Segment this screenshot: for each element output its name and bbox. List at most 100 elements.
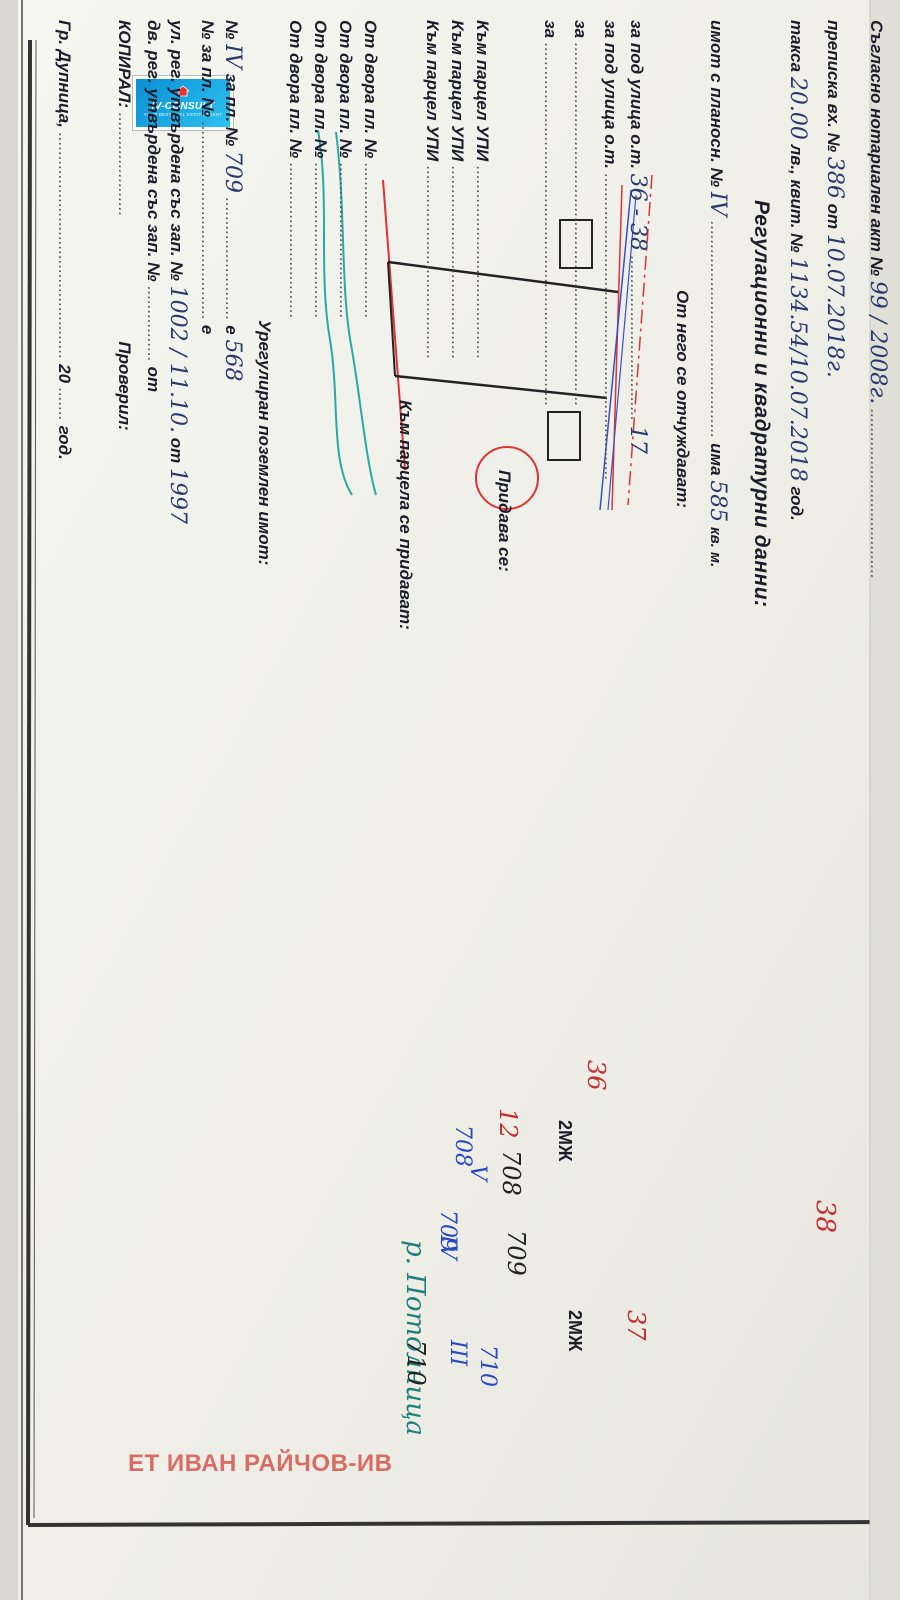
year-prefix: 20 xyxy=(55,364,74,384)
sketch-street-mid-id: 37 xyxy=(622,1310,650,1341)
plan-dots: ........................................… xyxy=(707,221,726,439)
for-2-label: за xyxy=(541,20,560,39)
agency-watermark: ЕТ ИВАН РАЙЧОВ-ИВ xyxy=(128,1450,393,1477)
agency-logo: IV-CONSULT YOUR BEST REAL ESTATE AGENT xyxy=(133,76,233,130)
to-parcel-2-dots: ........................................… xyxy=(448,166,467,360)
year-dots: ....... xyxy=(55,387,74,421)
fee-line: такса 20.00 лв., квит. № 1134.54/10.07.2… xyxy=(785,20,810,521)
regulated-2-prefix: № xyxy=(198,20,217,40)
plan-number: IV xyxy=(705,191,730,217)
to-parcel-3: Към парцел УПИ xyxy=(423,20,442,162)
street-axis-dashed xyxy=(627,174,653,506)
plan-line: имот с планосн. № IV ...................… xyxy=(705,20,730,567)
approved-yard-row: дв. рег. утвърдена със зап. № ..........… xyxy=(143,20,163,392)
plan-has: има xyxy=(707,443,726,476)
frame-inner xyxy=(33,39,37,1519)
given-heading: Придава се: xyxy=(495,470,514,572)
to-parcel-row-2: Към парцел УПИ .........................… xyxy=(447,20,467,360)
approved-yard-from: от xyxy=(144,366,163,393)
building-b-box xyxy=(547,411,581,461)
registration-line: преписка вх. № 386 от 10.07.2018г. xyxy=(822,20,847,378)
city-label: Гр. Дупница, xyxy=(55,20,74,128)
signatures-row: КОПИРАЛ: ...................... Проверил… xyxy=(114,20,134,431)
street-row-2: за под улица о.т. ......................… xyxy=(600,20,620,481)
approved-street-row: ул. рег. утвърдена със зап. № 1002 / 11.… xyxy=(165,20,190,524)
street-1-dots: ................................... xyxy=(627,255,646,422)
area-unit: кв. м. xyxy=(707,527,724,568)
for-2-dots: ........................................… xyxy=(541,42,560,407)
regulated-1-mid: за пл. № xyxy=(222,73,241,147)
sketch-block-number: 12 xyxy=(494,1108,522,1139)
from-yard-row-3: От двора пл. № .........................… xyxy=(310,20,330,319)
sketch-street-left-id: 38 xyxy=(810,1200,840,1234)
frame-bottom xyxy=(27,1520,900,1527)
from-yard-4: От двора пл. № xyxy=(286,20,305,159)
sketch-lot-710: 710 xyxy=(402,1340,430,1386)
reg-from: от xyxy=(824,203,843,230)
copied-dots: ...................... xyxy=(115,112,134,217)
city-dots: ........................................… xyxy=(55,132,74,360)
street-edge-blue-2 xyxy=(607,194,637,511)
for-row-2: за .....................................… xyxy=(540,20,560,407)
sketch-lot-710-roman: III xyxy=(445,1340,470,1367)
copied-label: КОПИРАЛ: xyxy=(115,20,134,108)
sketch-lot-709: 709 xyxy=(502,1230,530,1276)
sketch-street-right-id: 36 xyxy=(582,1060,610,1091)
street-edge-blue-1 xyxy=(599,189,632,511)
sketch-lot-708-roman: V xyxy=(465,1165,490,1181)
street-1-prefix: за под улица о.т. xyxy=(627,20,646,169)
lot-boundary-709-708 xyxy=(394,374,608,400)
street-2-prefix: за под улица о.т. xyxy=(601,20,620,169)
to-parcel-2: Към парцел УПИ xyxy=(448,20,467,162)
sketch-building-b: 2МЖ xyxy=(555,1120,575,1162)
block-circle xyxy=(475,446,539,510)
from-yard-3: От двора пл. № xyxy=(311,20,330,159)
deed-number: 99 / 2008г. xyxy=(865,280,890,405)
section-title: Регулационни и квадратурни данни: xyxy=(750,200,773,608)
reg-prefix: преписка вх. № xyxy=(824,20,843,153)
from-yard-3-dots: ................................. xyxy=(311,162,330,319)
approved-street-prefix: ул. рег. утвърдена със зап. № xyxy=(167,20,186,281)
receipt-number: 1134.54/10.07.2018 xyxy=(785,257,810,482)
approved-street-year: 1997 xyxy=(165,467,190,524)
year-label: год. xyxy=(55,425,74,460)
from-yard-row-1: От двора пл. № .........................… xyxy=(360,20,380,319)
plan-prefix: имот с планосн. № xyxy=(707,20,726,188)
approved-street-from: от xyxy=(167,437,186,464)
building-a-box xyxy=(559,219,593,269)
approved-yard-prefix: дв. рег. утвърдена със зап. № xyxy=(144,20,163,282)
sketch-river-label: р. Потолница xyxy=(400,1240,430,1436)
regulated-2-e: е xyxy=(198,324,217,335)
regulated-1-area: 568 xyxy=(220,339,245,382)
house-icon xyxy=(176,85,190,97)
to-parcel-1: Към парцел УПИ xyxy=(473,20,492,162)
fee-prefix: такса xyxy=(787,20,806,73)
regulated-1-dots: .......................... xyxy=(222,197,241,321)
fee-receipt-label: лв., квит. № xyxy=(787,144,806,253)
sketch-building-a: 2МЖ xyxy=(565,1310,585,1352)
approved-street-number: 1002 / 11.10. xyxy=(165,285,190,433)
reg-number: 386 xyxy=(822,156,847,199)
to-parcel-row-1: Към парцел УПИ .........................… xyxy=(472,20,492,360)
reg-date: 10.07.2018г. xyxy=(822,233,847,378)
checked-label: Проверил: xyxy=(115,341,134,431)
street-axis-line xyxy=(382,179,406,471)
area-total: 585 xyxy=(705,480,730,523)
from-yard-2-dots: ................................. xyxy=(336,162,355,319)
logo-name: IV-CONSULT xyxy=(151,101,215,112)
regulated-1-pl: 709 xyxy=(220,151,245,194)
street-2-dots: ........................................… xyxy=(601,173,620,481)
deed-dots: .................................... xyxy=(867,409,886,580)
regulated-1-upi: IV xyxy=(220,44,245,69)
regulated-row-2: № за пл. № .............................… xyxy=(197,20,217,334)
street-1-ot: 36 - 38 xyxy=(625,173,650,252)
river-line-1 xyxy=(317,129,353,496)
from-yard-4-dots: ................................. xyxy=(286,162,305,319)
regulated-1-e: е xyxy=(222,325,241,335)
sketch-lot-709-blue: 709 xyxy=(435,1210,460,1252)
for-1-dots: ........................................… xyxy=(571,42,590,407)
regulated-2-dots: ........................................… xyxy=(198,121,217,321)
paper-fold xyxy=(870,0,900,1600)
